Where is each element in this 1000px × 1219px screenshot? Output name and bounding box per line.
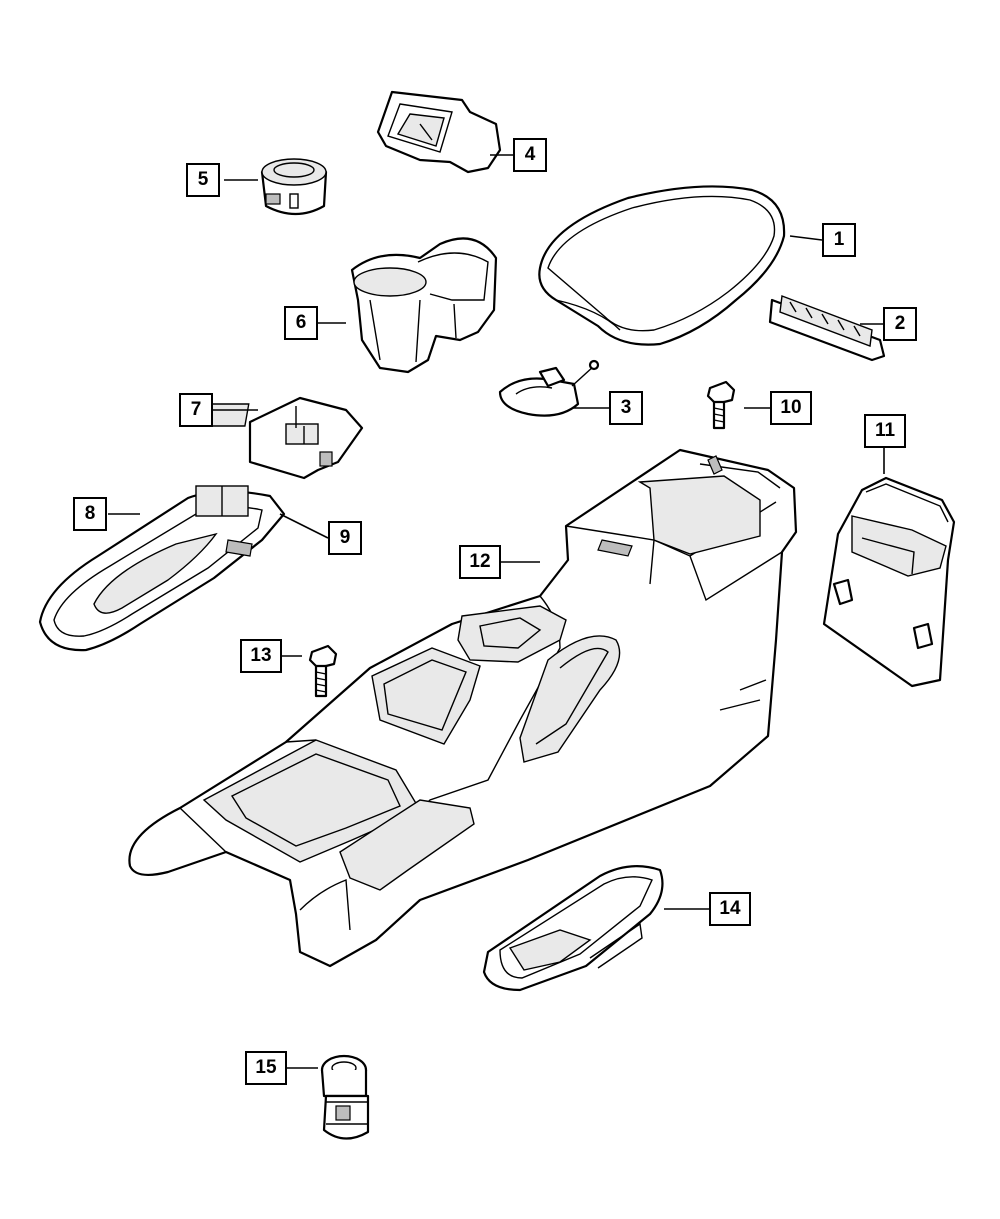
callout-12-label: 12 [469,551,491,572]
part-3-latch [498,359,600,417]
callout-6: 6 [284,306,318,340]
callout-9-label: 9 [339,527,351,548]
callout-11: 11 [864,414,906,448]
part-11-rear-panel [822,476,956,688]
callout-3: 3 [609,391,643,425]
part-12-console [128,448,798,968]
callout-13-label: 13 [250,645,272,666]
part-1-armrest-lid [538,185,786,346]
callout-4: 4 [513,138,547,172]
part-4-shifter-bezel [376,90,502,174]
callout-2: 2 [883,307,917,341]
callout-7: 7 [179,393,213,427]
callout-12: 12 [459,545,501,579]
part-14-tray [482,865,664,992]
leader-lines [108,154,885,1069]
callout-1-label: 1 [833,229,845,250]
part-2-hinge [768,295,886,362]
callout-7-label: 7 [190,399,202,420]
part-5-power-outlet [260,158,328,216]
part-15-lighter [320,1054,370,1140]
callout-5-label: 5 [197,169,209,190]
callout-1: 1 [822,223,856,257]
callout-8: 8 [73,497,107,531]
callout-11-label: 11 [874,420,896,441]
callout-13: 13 [240,639,282,673]
callout-9: 9 [328,521,362,555]
part-10-bolt [706,380,736,430]
callout-6-label: 6 [295,312,307,333]
callout-14-label: 14 [719,898,741,919]
callout-15: 15 [245,1051,287,1085]
callout-4-label: 4 [524,144,536,165]
callout-2-label: 2 [894,313,906,334]
part-6-cup-holder [350,237,498,374]
callout-5: 5 [186,163,220,197]
part-13-bolt [308,644,338,698]
callout-10-label: 10 [780,397,802,418]
callout-15-label: 15 [255,1057,277,1078]
callout-3-label: 3 [620,397,632,418]
callout-10: 10 [770,391,812,425]
callout-8-label: 8 [84,503,96,524]
callout-14: 14 [709,892,751,926]
part-8-front-bezel [38,485,286,652]
